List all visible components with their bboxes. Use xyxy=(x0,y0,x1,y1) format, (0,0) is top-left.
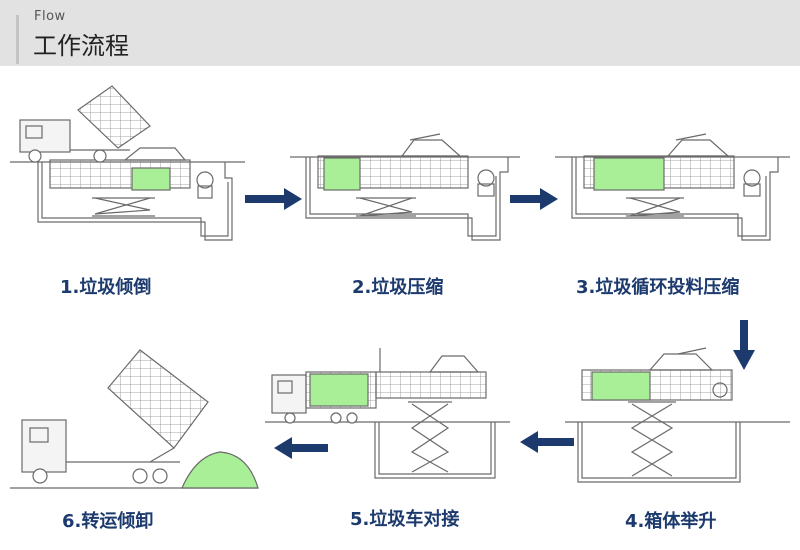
arrow-2-to-3 xyxy=(510,188,558,210)
step-1-illustration xyxy=(10,85,245,241)
arrow-3-to-4 xyxy=(733,320,755,370)
step-5-label: 5.垃圾车对接 xyxy=(350,509,460,530)
step-6-illustration xyxy=(10,349,259,489)
header-accent-bar xyxy=(16,15,19,64)
step-4-illustration xyxy=(565,347,790,483)
step-3-label: 3.垃圾循环投料压缩 xyxy=(576,277,740,298)
step-4-label: 4.箱体举升 xyxy=(625,511,717,532)
arrow-5-to-6 xyxy=(274,437,328,459)
step-2-illustration xyxy=(290,133,520,241)
step-1-label: 1.垃圾倾倒 xyxy=(60,277,152,298)
arrow-4-to-5 xyxy=(520,431,574,453)
step-2-label: 2.垃圾压缩 xyxy=(352,277,444,298)
page-title: 工作流程 xyxy=(33,32,129,60)
header-subtitle: Flow xyxy=(34,9,66,24)
step-5-illustration xyxy=(265,348,510,479)
header-bar: Flow 工作流程 xyxy=(0,0,800,66)
arrow-1-to-2 xyxy=(245,188,302,210)
step-3-illustration xyxy=(555,133,790,241)
step-6-label: 6.转运倾卸 xyxy=(62,511,154,532)
